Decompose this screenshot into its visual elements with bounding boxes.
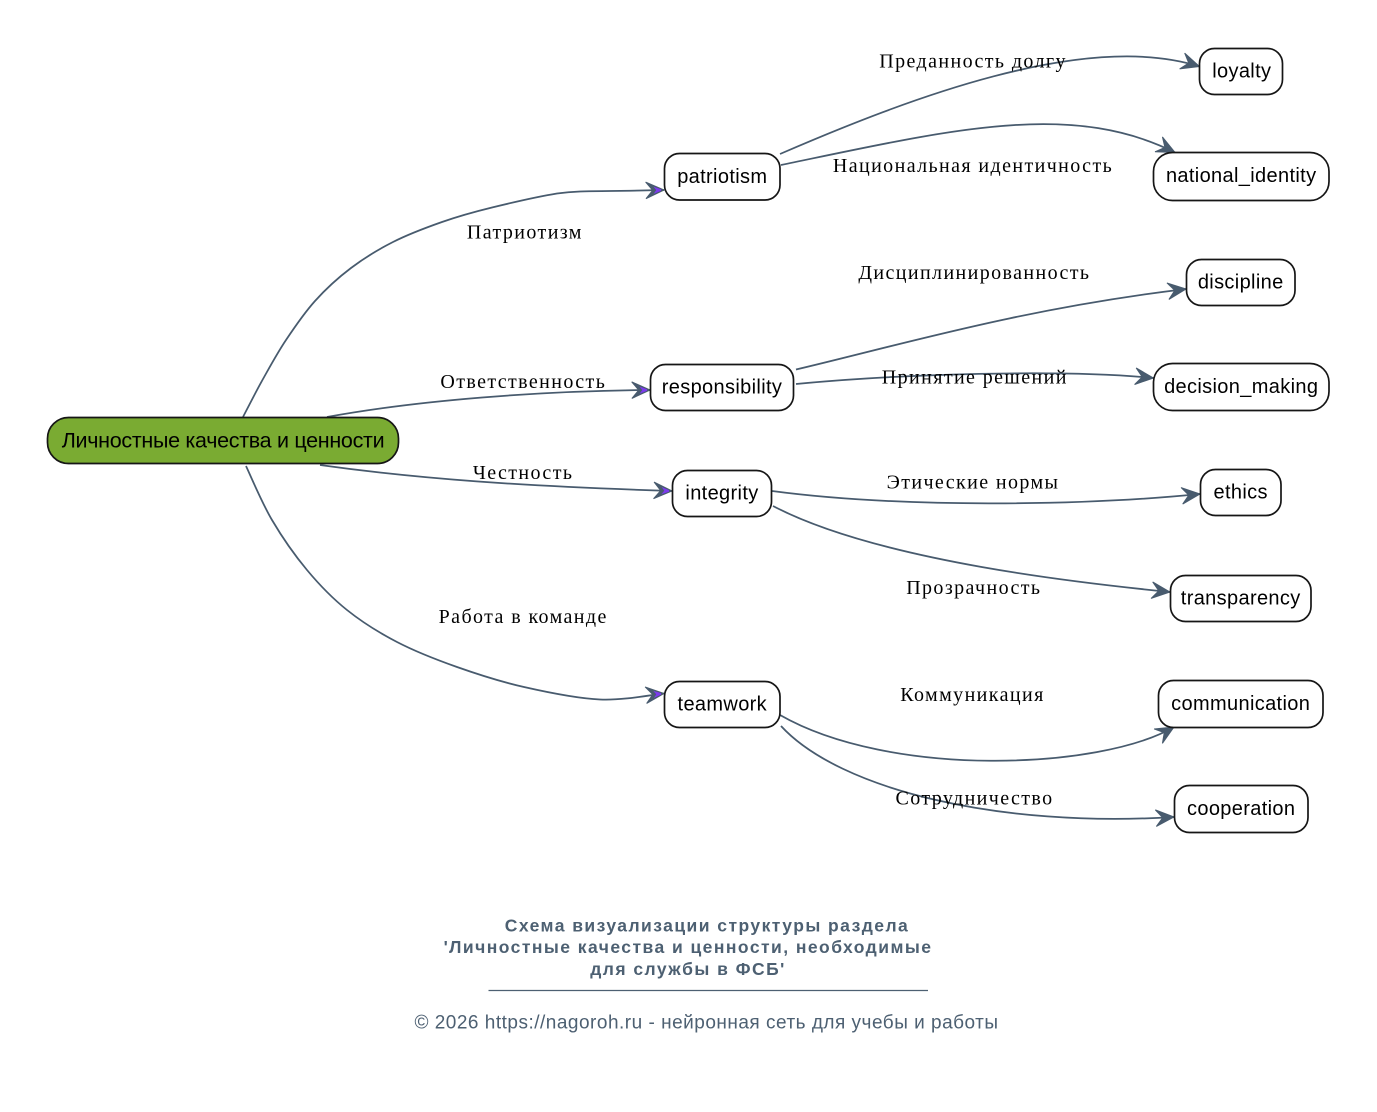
svg-text:Сотрудничество: Сотрудничество <box>895 788 1053 810</box>
svg-text:Работа в команде: Работа в команде <box>439 606 608 628</box>
svg-text:Этические нормы: Этические нормы <box>887 472 1060 494</box>
svg-text:Патриотизм: Патриотизм <box>467 222 583 244</box>
svg-text:Принятие решений: Принятие решений <box>882 367 1068 389</box>
svg-text:Схема визуализации структуры р: Схема визуализации структуры раздела <box>505 916 909 936</box>
svg-text:Дисциплинированность: Дисциплинированность <box>858 262 1090 284</box>
svg-text:responsibility: responsibility <box>662 377 783 399</box>
svg-text:national_identity: national_identity <box>1166 165 1317 187</box>
svg-text:ethics: ethics <box>1214 482 1268 504</box>
svg-text:communication: communication <box>1171 693 1310 715</box>
svg-text:Национальная идентичность: Национальная идентичность <box>833 155 1113 177</box>
svg-text:decision_making: decision_making <box>1164 376 1318 398</box>
svg-text:discipline: discipline <box>1198 272 1284 294</box>
svg-text:Честность: Честность <box>473 462 574 484</box>
svg-text:Преданность долгу: Преданность долгу <box>879 51 1067 73</box>
svg-text:© 2026 https://nagoroh.ru - не: © 2026 https://nagoroh.ru - нейронная се… <box>414 1013 998 1034</box>
svg-text:'Личностные качества и ценност: 'Личностные качества и ценности, необход… <box>444 937 933 957</box>
svg-text:loyalty: loyalty <box>1212 61 1271 83</box>
svg-text:Прозрачность: Прозрачность <box>906 577 1041 599</box>
svg-text:patriotism: patriotism <box>677 166 767 188</box>
svg-text:teamwork: teamwork <box>678 694 768 716</box>
svg-text:для службы в ФСБ': для службы в ФСБ' <box>590 959 785 979</box>
svg-text:Личностные качества и ценности: Личностные качества и ценности <box>62 429 385 453</box>
svg-text:cooperation: cooperation <box>1187 798 1295 820</box>
svg-text:Ответственность: Ответственность <box>440 371 606 393</box>
svg-text:Коммуникация: Коммуникация <box>900 684 1044 706</box>
svg-text:integrity: integrity <box>685 483 758 505</box>
svg-text:transparency: transparency <box>1181 588 1301 610</box>
